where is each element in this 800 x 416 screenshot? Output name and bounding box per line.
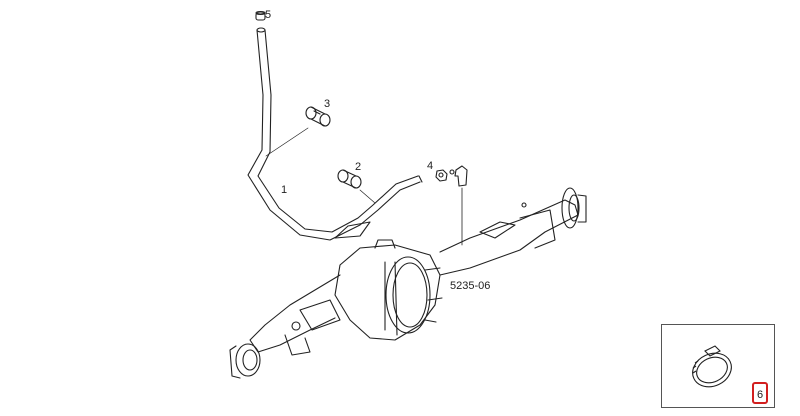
inset-box — [661, 324, 775, 408]
callout-4: 4 — [427, 160, 434, 172]
callout-3: 3 — [324, 98, 331, 110]
callout-6-highlight[interactable]: 6 — [752, 382, 768, 404]
callout-1: 1 — [281, 184, 288, 196]
hose-clamp-icon — [692, 345, 732, 388]
hose-part-1 — [247, 27, 423, 241]
leader-line-3 — [265, 127, 309, 157]
nut-part-4 — [435, 169, 448, 182]
callout-5: 5 — [265, 9, 272, 21]
axle-housing — [229, 187, 587, 379]
callout-6: 6 — [757, 389, 764, 401]
drawing-code: 5235-06 — [450, 280, 491, 292]
callout-2: 2 — [355, 161, 362, 173]
clamp-part-3 — [305, 106, 331, 127]
elbow-fitting — [449, 165, 468, 187]
cap-part-5 — [255, 10, 266, 21]
clamp-part-2 — [337, 169, 362, 189]
leader-line-2 — [359, 189, 376, 204]
